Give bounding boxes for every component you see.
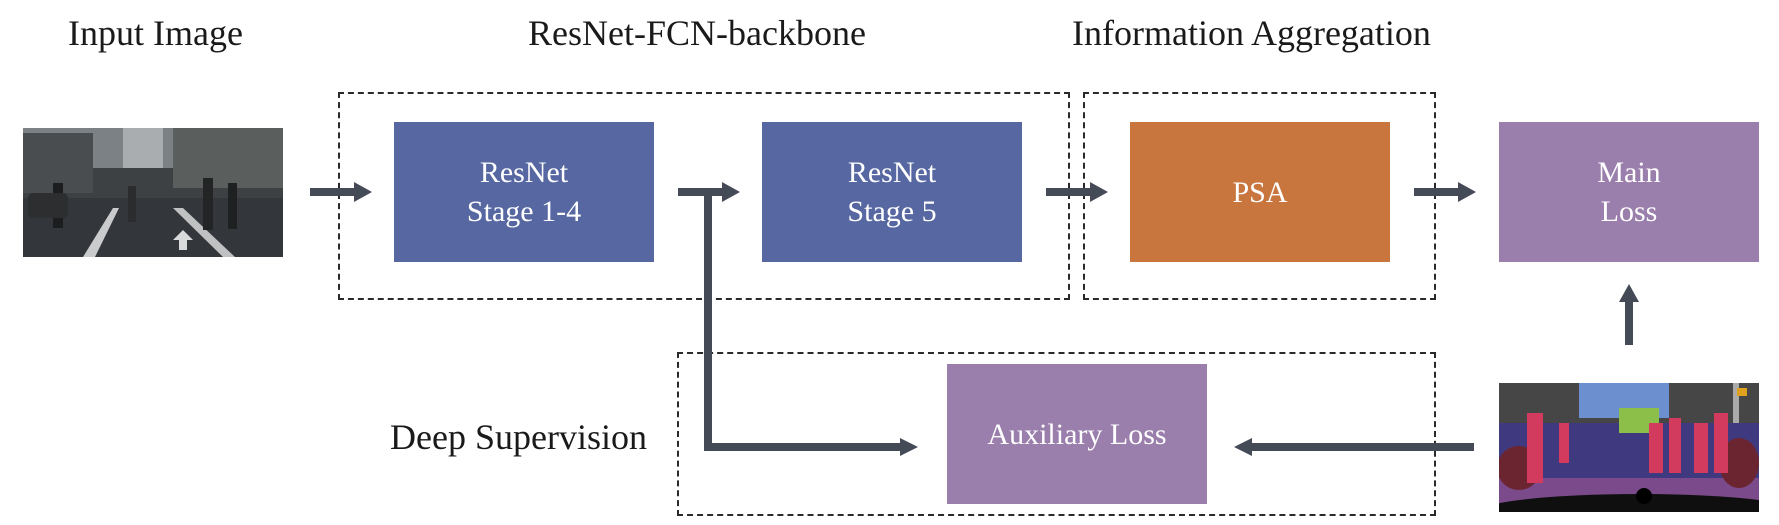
input-image	[23, 128, 283, 257]
deep-supervision-branch-line	[704, 192, 902, 451]
segmentation-label-image	[1499, 383, 1759, 512]
resnet-stage-1-4-block: ResNet Stage 1-4	[394, 122, 654, 262]
label-to-main-loss-arrowhead	[1619, 284, 1639, 302]
psa-to-main-loss-arrowhead	[1458, 182, 1476, 202]
deep-supervision-group-box	[677, 352, 1436, 516]
deep-supervision-heading: Deep Supervision	[390, 417, 647, 457]
resnet-stage-1-4-line2: Stage 1-4	[466, 195, 582, 228]
psa-block: PSA	[1130, 122, 1390, 262]
aggregation-heading: Information Aggregation	[1072, 13, 1431, 53]
label-to-aux-loss-arrowhead	[1234, 438, 1252, 456]
street-scene-photo	[23, 128, 283, 257]
auxiliary-loss-label: Auxiliary Loss	[987, 417, 1167, 451]
segmentation-map	[1499, 383, 1759, 512]
main-loss-line2: Loss	[1600, 195, 1658, 228]
resnet-stage-5-line1: ResNet	[847, 156, 937, 189]
main-loss-line1: Main	[1597, 156, 1661, 189]
resnet-stage-5-line2: Stage 5	[847, 195, 937, 228]
backbone-heading: ResNet-FCN-backbone	[528, 13, 866, 53]
psa-label: PSA	[1232, 175, 1288, 209]
stage5-to-psa-arrowhead	[1090, 182, 1108, 202]
auxiliary-loss-block: Auxiliary Loss	[947, 364, 1207, 504]
resnet-stage-1-4-line1: ResNet	[479, 156, 569, 189]
branch-to-aux-loss-arrowhead	[900, 438, 918, 456]
input-to-stage14-arrowhead	[354, 182, 372, 202]
main-loss-block: Main Loss	[1499, 122, 1759, 262]
resnet-stage-5-block: ResNet Stage 5	[762, 122, 1022, 262]
input-image-heading: Input Image	[68, 13, 243, 53]
stage14-to-stage5-arrowhead	[722, 182, 740, 202]
